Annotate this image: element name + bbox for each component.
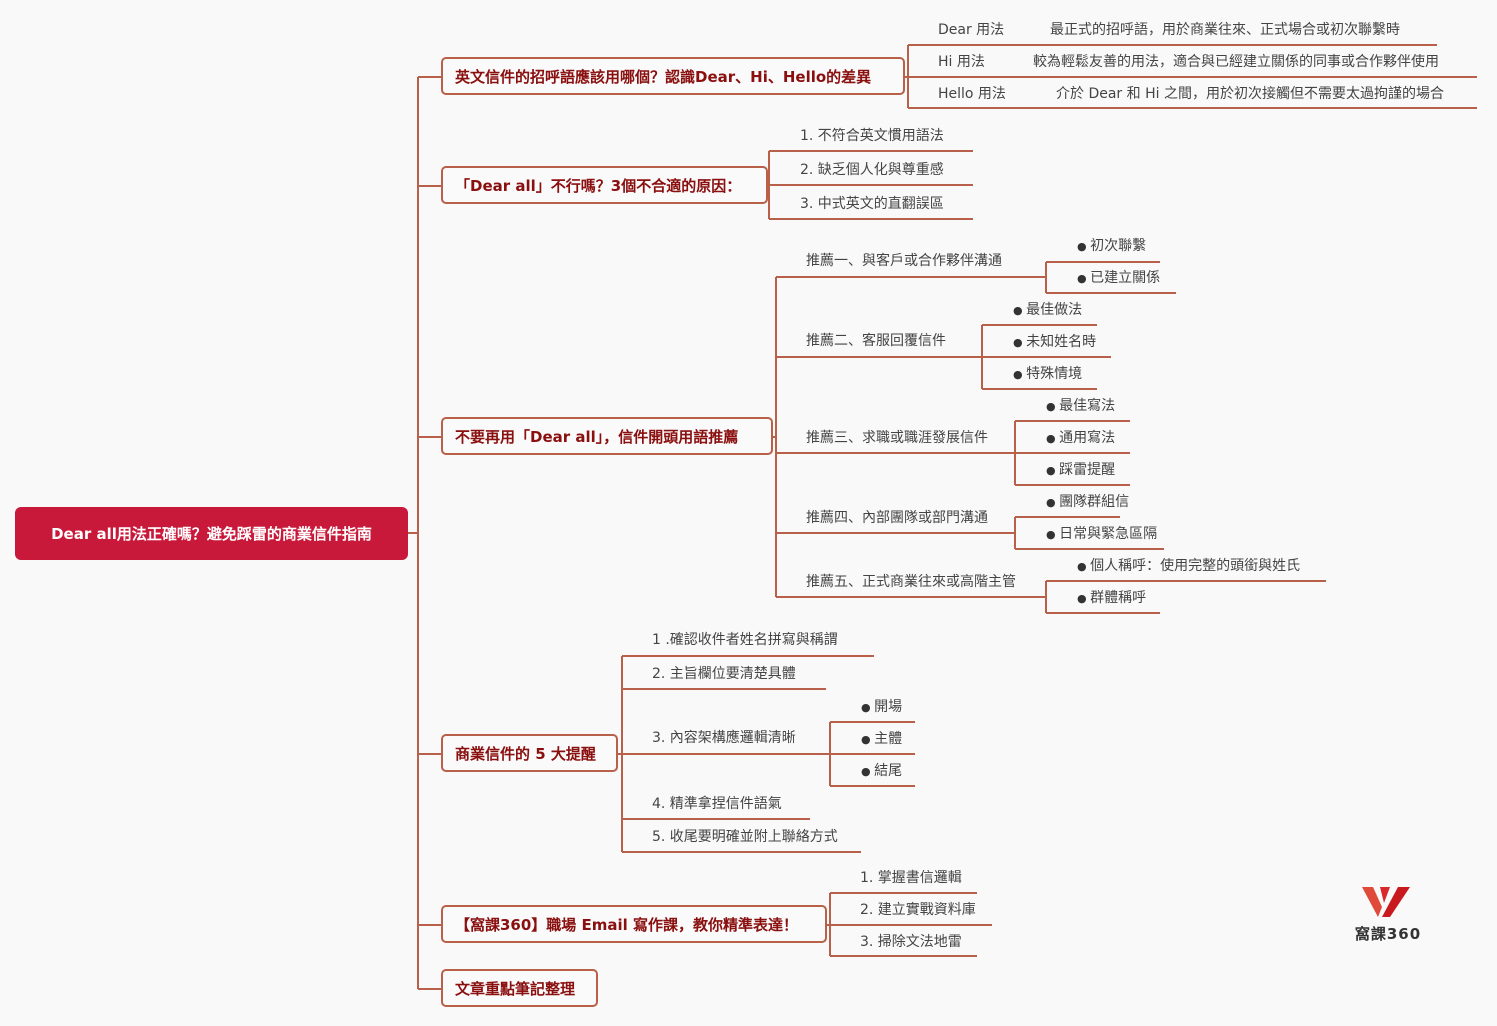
desc-hi[interactable]: 較為輕鬆友善的用法，適合與已經建立關係的同事或合作夥伴使用 [1033, 54, 1439, 70]
reminder-item[interactable]: 主體 [861, 729, 902, 750]
desc-dear[interactable]: 最正式的招呼語，用於商業往來、正式場合或初次聯繫時 [1050, 22, 1400, 38]
reminder-2[interactable]: 2. 主旨欄位要清楚具體 [652, 666, 796, 682]
branch-course[interactable]: 【窩課360】職場 Email 寫作課，教你精準表達！ [441, 905, 827, 943]
branch-notes[interactable]: 文章重點筆記整理 [441, 969, 598, 1007]
reminder-4[interactable]: 4. 精準拿捏信件語氣 [652, 796, 782, 812]
reason-item[interactable]: 1. 不符合英文慣用語法 [800, 128, 944, 144]
rec-2[interactable]: 推薦二、客服回覆信件 [806, 333, 946, 349]
root-node[interactable]: Dear all用法正確嗎？避免踩雷的商業信件指南 [15, 507, 408, 560]
term-hello[interactable]: Hello 用法 [938, 86, 1006, 102]
rec-item[interactable]: 日常與緊急區隔 [1046, 524, 1157, 545]
logo: 窩課360 [1352, 885, 1424, 944]
reminder-1[interactable]: 1 .確認收件者姓名拼寫與稱謂 [652, 632, 838, 648]
course-item[interactable]: 3. 掃除文法地雷 [860, 934, 962, 950]
reminder-3[interactable]: 3. 內容架構應邏輯清晰 [652, 730, 796, 746]
rec-1[interactable]: 推薦一、與客戶或合作夥伴溝通 [806, 253, 1002, 269]
rec-item[interactable]: 已建立關係 [1077, 268, 1160, 289]
rec-4[interactable]: 推薦四、內部團隊或部門溝通 [806, 510, 988, 526]
branch-5-reminders[interactable]: 商業信件的 5 大提醒 [441, 734, 618, 772]
reminder-5[interactable]: 5. 收尾要明確並附上聯絡方式 [652, 829, 838, 845]
course-item[interactable]: 1. 掌握書信邏輯 [860, 870, 962, 886]
reminder-item[interactable]: 結尾 [861, 761, 902, 782]
reminder-item[interactable]: 開場 [861, 697, 902, 718]
rec-3[interactable]: 推薦三、求職或職涯發展信件 [806, 430, 988, 446]
rec-item[interactable]: 通用寫法 [1046, 428, 1115, 449]
desc-hello[interactable]: 介於 Dear 和 Hi 之間，用於初次接觸但不需要太過拘謹的場合 [1056, 86, 1444, 102]
course-item[interactable]: 2. 建立實戰資料庫 [860, 902, 976, 918]
branch-greetings[interactable]: 英文信件的招呼語應該用哪個？認識Dear、Hi、Hello的差異 [441, 57, 905, 95]
reason-item[interactable]: 3. 中式英文的直翻誤區 [800, 196, 944, 212]
term-dear[interactable]: Dear 用法 [938, 22, 1005, 38]
branch-recommendations[interactable]: 不要再用「Dear all」，信件開頭用語推薦 [441, 417, 773, 455]
rec-5[interactable]: 推薦五、正式商業往來或高階主管 [806, 574, 1016, 590]
logo-mark-icon [1362, 887, 1410, 917]
term-hi[interactable]: Hi 用法 [938, 54, 985, 70]
rec-item[interactable]: 未知姓名時 [1013, 332, 1096, 353]
rec-item[interactable]: 特殊情境 [1013, 364, 1082, 385]
rec-item[interactable]: 群體稱呼 [1077, 588, 1146, 609]
logo-text: 窩課360 [1354, 925, 1422, 943]
reason-item[interactable]: 2. 缺乏個人化與尊重感 [800, 162, 944, 178]
rec-item[interactable]: 個人稱呼：使用完整的頭銜與姓氏 [1077, 556, 1300, 577]
rec-item[interactable]: 初次聯繫 [1077, 236, 1146, 257]
connector-path [408, 44, 1477, 990]
rec-item[interactable]: 最佳寫法 [1046, 396, 1115, 417]
branch-dear-all-reasons[interactable]: 「Dear all」不行嗎？3個不合適的原因： [441, 166, 768, 204]
rec-item[interactable]: 最佳做法 [1013, 300, 1082, 321]
rec-item[interactable]: 團隊群組信 [1046, 492, 1129, 513]
rec-item[interactable]: 踩雷提醒 [1046, 460, 1115, 481]
